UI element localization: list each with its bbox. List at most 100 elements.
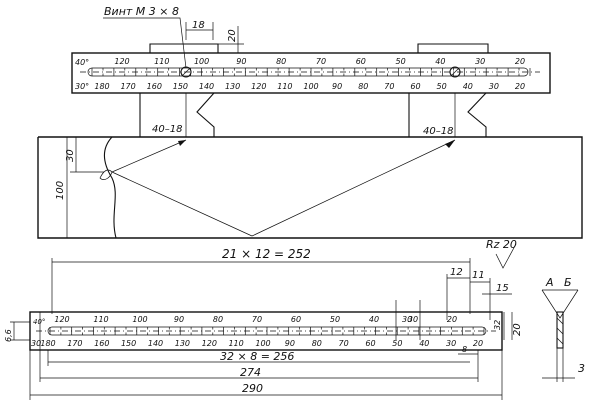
bottom-upper-label-8: 40	[369, 315, 379, 324]
dim-274-label: 274	[240, 366, 261, 379]
dim-30-small-label: 30	[402, 315, 412, 324]
dim-252-label: 21 × 12 = 252	[222, 247, 311, 261]
top-lower-label-3: 150	[173, 82, 188, 91]
roughness-label: Rz 20	[486, 238, 517, 251]
dim-6-6-label: 6,6	[4, 329, 13, 342]
bottom-lower-label-8: 100	[255, 339, 270, 348]
bottom-lower-label-12: 60	[365, 339, 375, 348]
top-lower-label-9: 90	[332, 82, 342, 91]
top-right-screw-slot	[450, 67, 460, 77]
bottom-upper-label-5: 70	[252, 315, 262, 324]
section-dim-3: 3	[578, 362, 585, 375]
top-upper-label-3: 90	[236, 57, 246, 66]
bottom-lower-label-6: 120	[202, 339, 217, 348]
bottom-lower-label-13: 50	[392, 339, 402, 348]
top-lower-label-4: 140	[199, 82, 214, 91]
top-lower-label-11: 70	[384, 82, 394, 91]
ray-arrow-right	[445, 140, 455, 148]
top-lower-label-14: 40	[463, 82, 473, 91]
bottom-upper-label-6: 60	[291, 315, 301, 324]
dim-12-label: 12	[450, 267, 463, 278]
dim-8-label: 8	[462, 345, 467, 354]
dim-11-label: 11	[472, 270, 485, 281]
top-left-screw-slot	[181, 67, 191, 77]
section-hatch-2	[556, 327, 564, 335]
top-lower-label-5: 130	[225, 82, 240, 91]
top-lower-label-12: 60	[410, 82, 420, 91]
dim-100-label: 100	[55, 181, 66, 200]
bottom-lower-label-4: 140	[148, 339, 163, 348]
section-label-a: А	[545, 276, 554, 289]
bottom-upper-label-4: 80	[213, 315, 223, 324]
top-upper-label-8: 40	[435, 57, 445, 66]
bottom-upper-label-2: 100	[132, 315, 147, 324]
ray-left-out	[111, 171, 253, 237]
bottom-upper-label-9: 30	[408, 315, 418, 324]
top-lower-label-1: 170	[120, 82, 135, 91]
top-left-stand	[139, 92, 215, 138]
dim-256-label: 32 × 8 = 256	[220, 350, 294, 363]
top-upper-scale-left: 40°	[75, 58, 89, 67]
bottom-lower-scale-left: 30	[31, 339, 41, 348]
top-lower-label-8: 100	[303, 82, 318, 91]
top-upper-label-0: 120	[114, 57, 129, 66]
marker-right-label: 40–18	[423, 126, 453, 137]
bottom-lower-label-3: 150	[121, 339, 136, 348]
dim-18-label: 18	[192, 20, 205, 31]
top-right-block	[417, 43, 489, 53]
roughness-symbol	[495, 243, 517, 269]
top-right-stand	[408, 92, 487, 138]
top-upper-label-5: 70	[316, 57, 326, 66]
bottom-ruler-body	[29, 311, 503, 351]
section-hatch-3	[556, 337, 564, 345]
bottom-lower-label-5: 130	[175, 339, 190, 348]
section-profile	[556, 311, 564, 349]
top-right-screw	[449, 66, 461, 78]
top-ruler-body	[71, 52, 551, 94]
top-upper-label-1: 110	[154, 57, 169, 66]
top-lower-label-2: 160	[147, 82, 162, 91]
top-lower-label-10: 80	[358, 82, 368, 91]
dim-20-label: 20	[227, 29, 238, 42]
bottom-lower-label-10: 80	[312, 339, 322, 348]
dim-20v-label: 20	[512, 323, 523, 336]
bottom-lower-label-14: 40	[419, 339, 429, 348]
workpiece-crack	[103, 136, 117, 239]
bottom-lower-label-2: 160	[94, 339, 109, 348]
top-lower-label-6: 120	[251, 82, 266, 91]
bottom-upper-scale-left: 40°	[33, 318, 45, 326]
top-upper-label-4: 80	[276, 57, 286, 66]
marker-left-label: 40–18	[152, 124, 182, 135]
top-upper-label-10: 20	[515, 57, 525, 66]
dim-290-label: 290	[242, 382, 263, 395]
dim-32-label: 32	[493, 320, 502, 330]
section-label-b: Б	[564, 276, 572, 289]
top-lower-label-16: 20	[515, 82, 525, 91]
top-lower-label-13: 50	[437, 82, 447, 91]
bottom-lower-label-0: 180	[40, 339, 55, 348]
top-lower-scale-left: 30°	[75, 82, 89, 91]
top-upper-label-2: 100	[194, 57, 209, 66]
bottom-upper-label-7: 50	[330, 315, 340, 324]
section-hatch-1	[556, 317, 564, 325]
bottom-upper-label-3: 90	[174, 315, 184, 324]
screw-label: Винт М 3 × 8	[104, 5, 179, 18]
screw-leader	[103, 17, 187, 69]
top-lower-label-7: 110	[277, 82, 292, 91]
ray-arrow-left	[178, 140, 186, 146]
bottom-lower-label-7: 110	[228, 339, 243, 348]
bottom-lower-label-15: 30	[446, 339, 456, 348]
dim-30-label: 30	[65, 149, 76, 162]
top-lower-label-15: 30	[489, 82, 499, 91]
workpiece-outline	[37, 136, 583, 239]
top-left-block	[149, 43, 219, 53]
section-wedge	[541, 289, 579, 319]
bottom-scale-ticks	[49, 327, 485, 335]
top-upper-label-7: 50	[396, 57, 406, 66]
ray-right	[251, 139, 456, 237]
top-view: Винт М 3 × 8 18 20 40° 30° 120 110 100 90 80…	[71, 5, 551, 138]
top-scale-ticks	[91, 68, 531, 76]
